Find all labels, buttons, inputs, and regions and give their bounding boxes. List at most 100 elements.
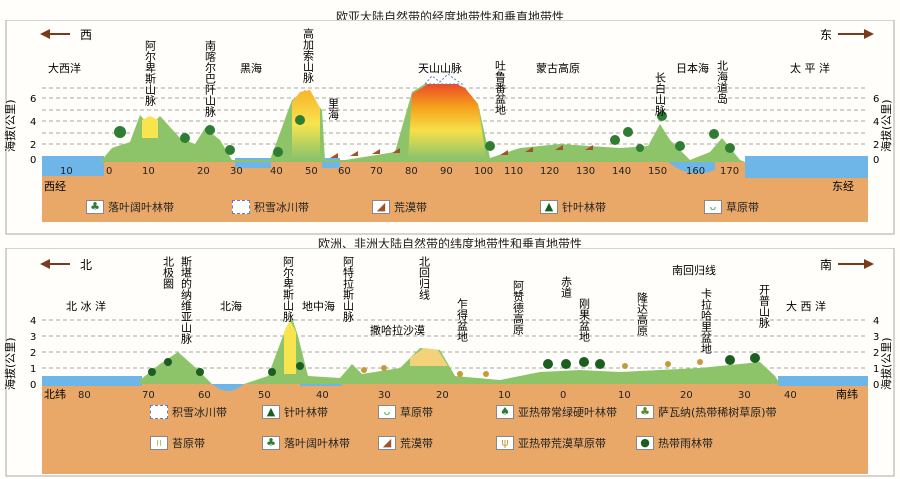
svg-text:0: 0 [106, 166, 112, 177]
top-sea-caspian [322, 158, 340, 168]
bottom-legend-desert: ◢荒漠带 [378, 435, 433, 451]
bottom-sea-arctic [42, 376, 142, 386]
bottom-grass-marks [361, 359, 703, 377]
bottom-ytick-left: 1 [30, 364, 36, 375]
bottom-desert-fill [410, 348, 448, 366]
bottom-place-scandinavian: 斯堪的纳维亚山脉 [180, 256, 193, 344]
bottom-yaxis-label-right: 海拔(公里) [879, 337, 893, 390]
bottom-south-arrow [838, 259, 874, 269]
top-place-caspian: 里海 [327, 98, 340, 121]
svg-text:太 平 洋: 太 平 洋 [790, 61, 830, 75]
top-ytick-left: 0 [30, 155, 36, 166]
top-ytick-right: 0 [873, 155, 879, 166]
bottom-alps-band [284, 320, 296, 374]
svg-text:40: 40 [270, 166, 283, 177]
svg-text:50: 50 [305, 166, 318, 177]
desert-icon: ◢ [372, 200, 390, 214]
top-alps-band [142, 116, 158, 138]
bottom-ytick-left: 4 [30, 316, 36, 327]
bottom-ytick-left: 2 [30, 348, 36, 359]
svg-text:60: 60 [198, 390, 211, 401]
sclerophyll-tree-icon: ♠ [496, 405, 514, 419]
top-sea-pacific [745, 156, 868, 178]
svg-text:北 冰 洋: 北 冰 洋 [66, 299, 106, 313]
bottom-place-labels: 北 冰 洋 北海 地中海 撒哈拉沙漠 南回归线 大 西 洋 [66, 263, 826, 337]
top-ytick-left: 6 [30, 94, 36, 105]
svg-text:日本海: 日本海 [676, 61, 709, 75]
top-diagram: 西 东 6 4 2 0 6 4 2 0 海拔(公里) 海拔(公里) [3, 20, 895, 235]
top-place-carpathian: 南喀尔巴阡山脉 [204, 40, 217, 117]
tundra-icon: ıı [150, 436, 168, 450]
svg-text:120: 120 [540, 166, 559, 177]
bottom-legend-conifer: ▲针叶林带 [262, 404, 328, 420]
top-desert-marks [330, 145, 593, 158]
bottom-earth [42, 384, 868, 474]
svg-text:170: 170 [720, 166, 739, 177]
top-yaxis-label-left: 海拔(公里) [3, 99, 17, 152]
top-tianshan-snow [423, 73, 464, 85]
bottom-place-arctic-circle: 北极圈 [162, 256, 175, 290]
bottom-legend-savanna: ♣萨瓦纳(热带稀树草原)带 [636, 404, 777, 420]
bottom-ytick-left: 3 [30, 332, 36, 343]
bottom-yaxis-label-left: 海拔(公里) [3, 337, 17, 390]
svg-text:20: 20 [197, 166, 210, 177]
bottom-place-kalahari: 卡拉哈里盆地 [700, 288, 713, 354]
broadleaf-tree-icon: ♣ [86, 200, 104, 214]
top-place-changbai: 长白山脉 [654, 72, 667, 116]
top-place-labels: 大西洋 黑海 天山山脉 蒙古高原 日本海 太 平 洋 [48, 61, 830, 75]
svg-text:70: 70 [142, 390, 155, 401]
bottom-north-latitude-label: 北纬 [44, 388, 66, 401]
bottom-place-cape: 开普山脉 [758, 284, 771, 328]
bottom-south-latitude-label: 南纬 [836, 388, 858, 401]
svg-text:南回归线: 南回归线 [672, 263, 716, 277]
top-dir-west: 西 [80, 28, 92, 42]
top-tianshan-bands [408, 80, 486, 158]
bottom-dir-north: 北 [80, 258, 92, 272]
top-sea-atlantic [42, 156, 104, 176]
svg-text:黑海: 黑海 [240, 61, 262, 75]
svg-text:地中海: 地中海 [302, 299, 335, 313]
svg-text:20: 20 [436, 390, 449, 401]
top-xticks: 10 0 10 20 30 40 50 60 70 80 90 100 110 … [60, 166, 739, 177]
svg-text:10: 10 [618, 390, 631, 401]
bottom-xticks: 80 70 60 50 40 30 20 10 0 10 20 30 40 [78, 390, 797, 401]
svg-text:10: 10 [498, 390, 511, 401]
top-dir-east: 东 [820, 28, 832, 42]
grass-icon: ᴗ [704, 200, 722, 214]
bottom-place-lunda: 隆达高原 [636, 291, 649, 336]
svg-text:100: 100 [474, 166, 493, 177]
snow-icon [150, 405, 168, 419]
top-caucasus-bands [292, 90, 320, 158]
top-tree-marks [114, 111, 735, 157]
svg-text:140: 140 [612, 166, 631, 177]
bottom-place-equator: 赤道 [560, 276, 573, 298]
top-west-longitude-label: 西经 [44, 180, 66, 193]
svg-text:80: 80 [78, 390, 91, 401]
top-place-turpan: 吐鲁番盆地 [494, 60, 507, 115]
desert-grass-icon: ψ [496, 436, 514, 450]
top-sea-japan [668, 162, 715, 174]
bottom-ytick-left: 0 [30, 380, 36, 391]
bottom-place-atlas: 阿特拉斯山脉 [342, 256, 355, 322]
bottom-place-chad: 乍得盆地 [456, 297, 469, 342]
svg-text:80: 80 [405, 166, 418, 177]
svg-text:30: 30 [378, 390, 391, 401]
svg-text:10: 10 [142, 166, 155, 177]
grass-icon: ᴗ [378, 405, 396, 419]
svg-text:30: 30 [230, 166, 243, 177]
bottom-place-azande: 阿赞德高原 [512, 280, 525, 335]
bottom-place-congo: 刚果盆地 [578, 298, 591, 342]
top-legend-broadleaf: ♣落叶阔叶林带 [86, 199, 174, 215]
svg-text:90: 90 [440, 166, 453, 177]
top-east-longitude-label: 东经 [832, 180, 854, 193]
top-legend-snow: 积雪冰川带 [232, 199, 309, 215]
top-ytick-left: 4 [30, 117, 36, 128]
bottom-ytick-right: 2 [873, 348, 879, 359]
bottom-tree-marks [148, 353, 760, 376]
bottom-ytick-right: 1 [873, 364, 879, 375]
bottom-legend-rainforest: ●热带雨林带 [636, 435, 713, 451]
